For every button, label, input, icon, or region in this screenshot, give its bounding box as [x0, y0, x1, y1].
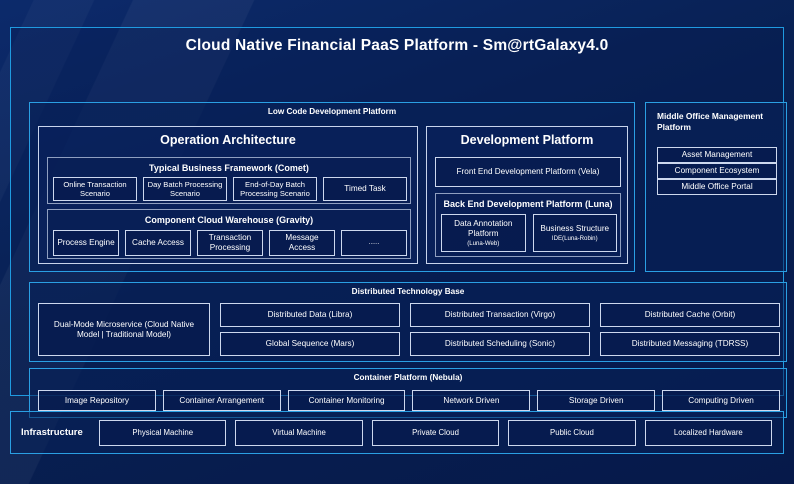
ccw-item-cache-access[interactable]: Cache Access	[125, 230, 191, 256]
dtb-item-distributed-messaging-tdrss[interactable]: Distributed Messaging (TDRSS)	[600, 332, 780, 356]
component-cloud-warehouse-panel: Component Cloud Warehouse (Gravity) Proc…	[47, 209, 411, 259]
development-platform-title: Development Platform	[460, 133, 594, 147]
container-item-container-monitoring[interactable]: Container Monitoring	[287, 390, 406, 411]
front-end-development-platform-box[interactable]: Front End Development Platform (Vela)	[435, 157, 621, 187]
ccw-item-process-engine[interactable]: Process Engine	[53, 230, 119, 256]
container-item-computing-driven[interactable]: Computing Driven	[662, 390, 780, 411]
dtb-column-1: Distributed Data (Libra) Global Sequence…	[220, 303, 400, 356]
back-end-platform-items: Data Annotation Platform (Luna-Web) Busi…	[441, 214, 617, 252]
ccw-item-more-ellipsis[interactable]: ......	[341, 230, 407, 256]
middle-office-title: Middle Office Management Platform	[657, 111, 764, 133]
typical-business-framework-items: Online Transaction Scenario Day Batch Pr…	[53, 177, 407, 201]
dtb-item-dual-mode-microservice[interactable]: Dual-Mode Microservice (Cloud Native Mod…	[38, 303, 210, 356]
low-code-platform-title: Low Code Development Platform	[267, 107, 397, 116]
container-item-container-arrangement[interactable]: Container Arrangement	[162, 390, 281, 411]
container-item-network-driven[interactable]: Network Driven	[412, 390, 531, 411]
container-platform-title: Container Platform (Nebula)	[353, 373, 463, 382]
container-item-image-repository[interactable]: Image Repository	[38, 390, 156, 411]
distributed-technology-base-body: Dual-Mode Microservice (Cloud Native Mod…	[38, 303, 780, 356]
infrastructure-item-public-cloud[interactable]: Public Cloud	[508, 419, 636, 446]
be-item-data-annotation-platform-sub: (Luna-Web)	[467, 239, 500, 247]
infrastructure-panel: Infrastructure Physical Machine Virtual …	[10, 411, 784, 454]
dtb-item-distributed-cache-orbit[interactable]: Distributed Cache (Orbit)	[600, 303, 780, 327]
be-item-business-structure-ide[interactable]: Business Structure IDE(Luna-Robin)	[532, 214, 617, 252]
dtb-item-distributed-scheduling-sonic[interactable]: Distributed Scheduling (Sonic)	[410, 332, 590, 356]
infrastructure-item-localized-hardware[interactable]: Localized Hardware	[644, 419, 773, 446]
component-cloud-warehouse-title: Component Cloud Warehouse (Gravity)	[144, 215, 314, 225]
infrastructure-label: Infrastructure	[21, 427, 83, 438]
page-title: Cloud Native Financial PaaS Platform - S…	[185, 37, 609, 54]
be-item-business-structure-label: Business Structure	[540, 223, 610, 233]
dtb-item-global-sequence-mars[interactable]: Global Sequence (Mars)	[220, 332, 400, 356]
tbf-item-end-of-day-batch-processing-scenario[interactable]: End-of-Day Batch Processing Scenario	[233, 177, 317, 201]
infrastructure-item-physical-machine[interactable]: Physical Machine	[99, 419, 227, 446]
tbf-item-online-transaction-scenario[interactable]: Online Transaction Scenario	[53, 177, 137, 201]
platform-main-frame: Cloud Native Financial PaaS Platform - S…	[10, 27, 787, 418]
component-cloud-warehouse-items: Process Engine Cache Access Transaction …	[53, 230, 407, 256]
typical-business-framework-title: Typical Business Framework (Comet)	[149, 163, 309, 173]
middle-office-item-middle-office-portal[interactable]: Middle Office Portal	[657, 179, 777, 195]
low-code-development-platform-panel: Low Code Development Platform Operation …	[29, 102, 635, 272]
be-item-data-annotation-platform-label: Data Annotation Platform	[454, 218, 513, 238]
middle-office-item-component-ecosystem[interactable]: Component Ecosystem	[657, 163, 777, 179]
middle-office-management-platform-panel: Middle Office Management Platform Asset …	[645, 102, 787, 272]
be-item-business-structure-sub: IDE(Luna-Robin)	[551, 234, 598, 242]
dtb-highlight-column: Dual-Mode Microservice (Cloud Native Mod…	[38, 303, 210, 356]
operation-architecture-title: Operation Architecture	[160, 133, 296, 147]
tbf-item-timed-task[interactable]: Timed Task	[323, 177, 407, 201]
infrastructure-item-virtual-machine[interactable]: Virtual Machine	[235, 419, 363, 446]
infrastructure-items: Physical Machine Virtual Machine Private…	[99, 419, 783, 446]
distributed-technology-base-title: Distributed Technology Base	[351, 287, 465, 296]
back-end-development-platform-panel: Back End Development Platform (Luna) Dat…	[435, 193, 621, 257]
middle-office-items: Asset Management Component Ecosystem Mid…	[657, 147, 777, 261]
tbf-item-day-batch-processing-scenario[interactable]: Day Batch Processing Scenario	[143, 177, 227, 201]
ccw-item-transaction-processing[interactable]: Transaction Processing	[197, 230, 263, 256]
infrastructure-item-private-cloud[interactable]: Private Cloud	[371, 419, 500, 446]
distributed-technology-base-panel: Distributed Technology Base Dual-Mode Mi…	[29, 282, 787, 362]
container-item-storage-driven[interactable]: Storage Driven	[537, 390, 656, 411]
be-item-data-annotation-platform[interactable]: Data Annotation Platform (Luna-Web)	[441, 214, 526, 252]
container-platform-panel: Container Platform (Nebula) Image Reposi…	[29, 368, 787, 418]
back-end-development-platform-title: Back End Development Platform (Luna)	[443, 199, 613, 209]
middle-office-item-asset-management[interactable]: Asset Management	[657, 147, 777, 163]
dtb-item-distributed-transaction-virgo[interactable]: Distributed Transaction (Virgo)	[410, 303, 590, 327]
container-platform-items: Image Repository Container Arrangement C…	[38, 390, 780, 411]
dtb-column-2: Distributed Transaction (Virgo) Distribu…	[410, 303, 590, 356]
operation-architecture-panel: Operation Architecture Typical Business …	[38, 126, 418, 264]
typical-business-framework-panel: Typical Business Framework (Comet) Onlin…	[47, 157, 411, 204]
dtb-item-distributed-data-libra[interactable]: Distributed Data (Libra)	[220, 303, 400, 327]
ccw-item-message-access[interactable]: Message Access	[269, 230, 335, 256]
development-platform-panel: Development Platform Front End Developme…	[426, 126, 628, 264]
dtb-column-3: Distributed Cache (Orbit) Distributed Me…	[600, 303, 780, 356]
